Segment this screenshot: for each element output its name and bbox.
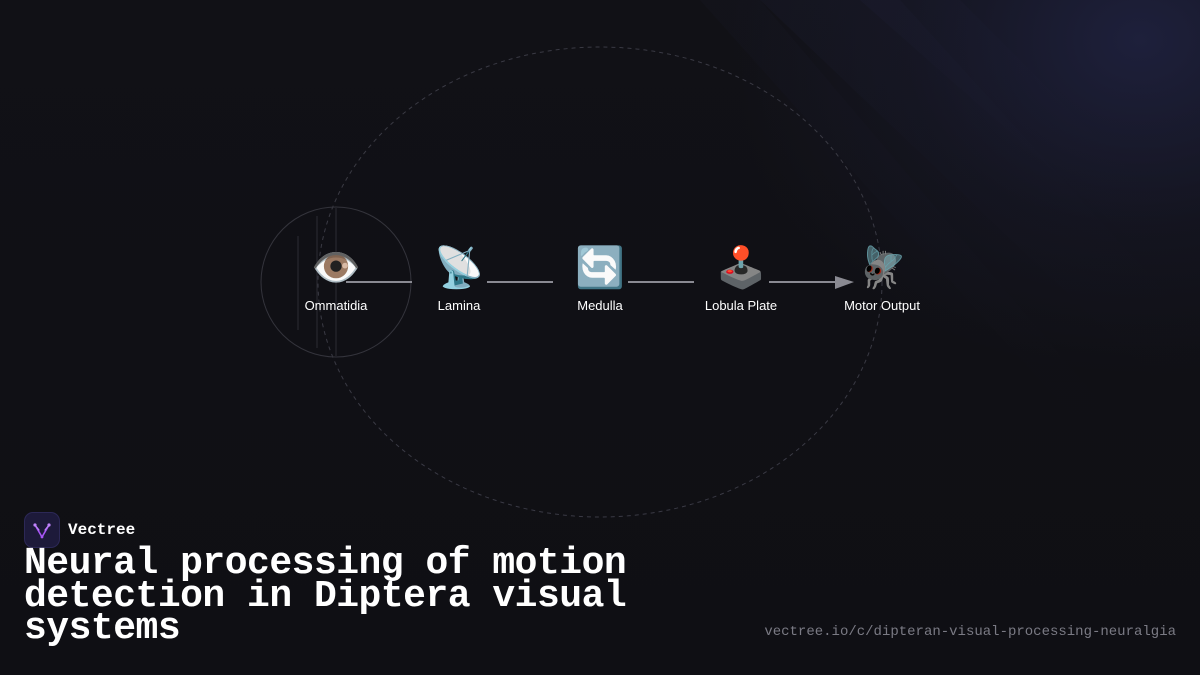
cycle-arrows-icon: 🔄 (575, 245, 625, 291)
joystick-icon: 🕹️ (716, 245, 766, 291)
brand-logo-icon (24, 512, 60, 548)
arrowhead (835, 276, 854, 289)
eye-icon: 👁️ (311, 245, 361, 291)
brand-name: Vectree (68, 521, 136, 539)
node-motor-output: 🪰 Motor Output (822, 244, 942, 313)
brand: Vectree (24, 512, 135, 548)
node-label: Motor Output (844, 298, 920, 313)
node-ommatidia: 👁️ Ommatidia (276, 244, 396, 313)
node-medulla: 🔄 Medulla (540, 244, 660, 313)
node-label: Lobula Plate (704, 298, 778, 313)
node-lobula-plate: 🕹️ Lobula Plate (681, 244, 801, 313)
node-label: Medulla (577, 298, 623, 313)
fly-icon: 🪰 (857, 245, 907, 291)
page-title: Neural processing of motion detection in… (24, 542, 627, 650)
satellite-antenna-icon: 📡 (434, 245, 484, 291)
dashed-ellipse (317, 46, 883, 518)
node-label: Lamina (437, 298, 481, 313)
node-lamina: 📡 Lamina (399, 244, 519, 313)
node-label: Ommatidia (304, 298, 368, 313)
source-url[interactable]: vectree.io/c/dipteran-visual-processing-… (764, 624, 1176, 640)
